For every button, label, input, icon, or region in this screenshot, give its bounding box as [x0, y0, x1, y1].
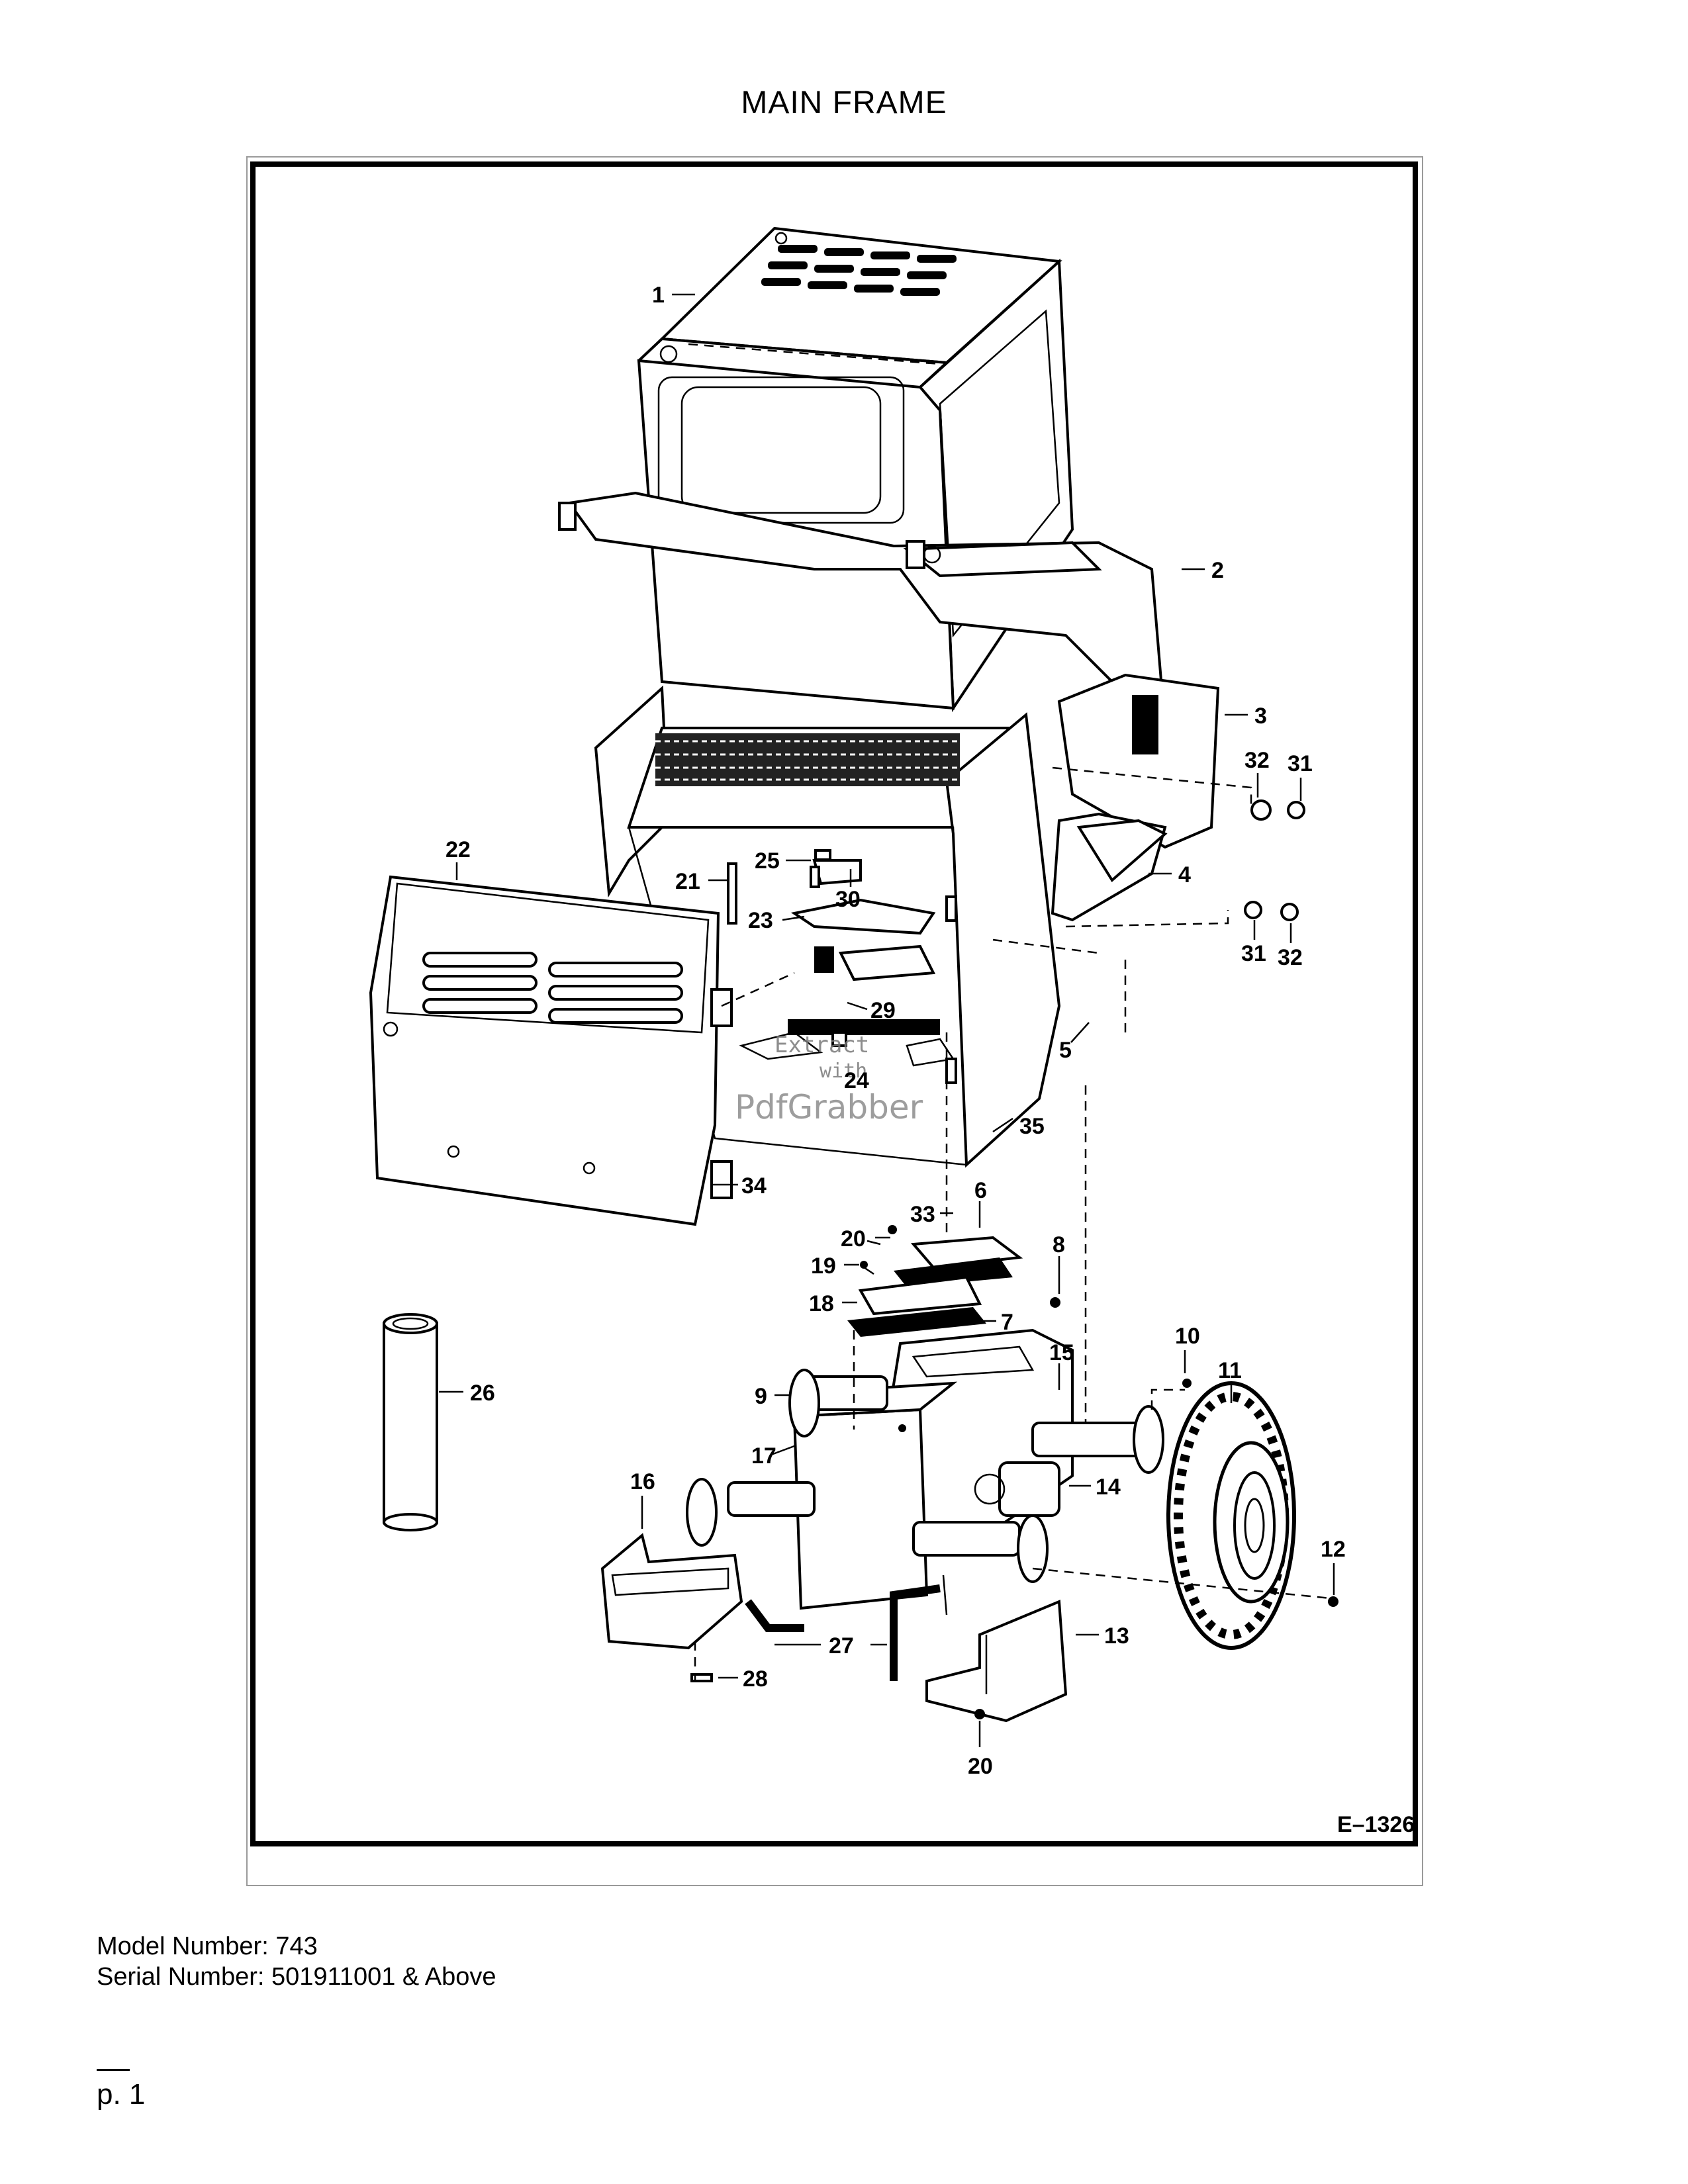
page-number-rule	[97, 2069, 130, 2071]
callout-25: 25	[755, 848, 780, 874]
callout-2: 2	[1211, 558, 1224, 583]
rear-door-drawing	[369, 875, 795, 1226]
callout-16: 16	[630, 1469, 655, 1494]
cover-plates-drawing	[847, 1236, 1023, 1337]
svg-text:PdfGrabber: PdfGrabber	[735, 1088, 923, 1126]
page-title: MAIN FRAME	[741, 85, 947, 120]
figure-outer-border	[246, 156, 1423, 1886]
operator-cab-drawing	[637, 226, 1074, 713]
callout-27: 27	[829, 1633, 854, 1659]
callout-24: 24	[844, 1068, 869, 1093]
callout-21: 21	[675, 869, 700, 894]
hardware-drawing	[690, 799, 1338, 1719]
callout-19: 19	[811, 1253, 836, 1279]
callout-6: 6	[974, 1178, 987, 1203]
callout-20a: 20	[841, 1226, 866, 1251]
callout-12: 12	[1321, 1537, 1346, 1562]
filter-tube-drawing	[383, 1313, 438, 1531]
chaincase-covers-drawing	[600, 1533, 1068, 1723]
callout-22: 22	[445, 837, 471, 862]
callout-9: 9	[755, 1384, 767, 1409]
callout-26: 26	[470, 1381, 495, 1406]
callout-5: 5	[1059, 1038, 1072, 1063]
page-number: p. 1	[97, 2078, 146, 2111]
tire-drawing	[1166, 1381, 1296, 1650]
callout-23: 23	[748, 908, 773, 933]
side-frame-drawing	[1051, 673, 1220, 922]
callout-18: 18	[809, 1291, 834, 1316]
assembly-lines	[694, 766, 1331, 1681]
callout-31a: 31	[1288, 751, 1313, 776]
svg-text:Extract: Extract	[774, 1032, 869, 1058]
model-number: Model Number: 743	[97, 1933, 318, 1960]
serial-number: Serial Number: 501911001 & Above	[97, 1963, 496, 1991]
callout-15: 15	[1049, 1340, 1074, 1365]
callout-32b: 32	[1278, 945, 1303, 970]
callout-32a: 32	[1244, 748, 1270, 773]
callout-numbers: 1 2 3 32 31 22 4 21 25 30 23 31 32 29 5 …	[445, 283, 1346, 1779]
figure-code: E–1326	[1337, 1812, 1415, 1837]
callout-3: 3	[1254, 704, 1267, 729]
callout-13: 13	[1104, 1623, 1129, 1649]
callout-20b: 20	[968, 1754, 993, 1779]
callout-14: 14	[1096, 1475, 1121, 1500]
callout-10: 10	[1175, 1324, 1200, 1349]
pdfgrabber-watermark: Extract with PdfGrabber	[735, 1032, 923, 1126]
drive-housing-drawing	[686, 1328, 1164, 1681]
callout-8: 8	[1053, 1232, 1065, 1257]
callout-28: 28	[743, 1666, 768, 1692]
svg-text:with: with	[820, 1060, 867, 1083]
callout-4: 4	[1178, 862, 1191, 887]
callout-11: 11	[1218, 1358, 1242, 1383]
chassis-drawing	[594, 685, 1127, 1168]
callout-35: 35	[1019, 1114, 1045, 1139]
callout-29: 29	[870, 998, 896, 1023]
callout-7: 7	[1001, 1310, 1013, 1335]
callout-leaders	[439, 293, 1335, 1747]
callout-33: 33	[910, 1202, 935, 1227]
callout-34: 34	[741, 1173, 767, 1199]
callout-31b: 31	[1241, 941, 1266, 966]
callout-17: 17	[751, 1443, 776, 1469]
callout-1: 1	[652, 283, 665, 308]
callout-30: 30	[835, 887, 861, 912]
